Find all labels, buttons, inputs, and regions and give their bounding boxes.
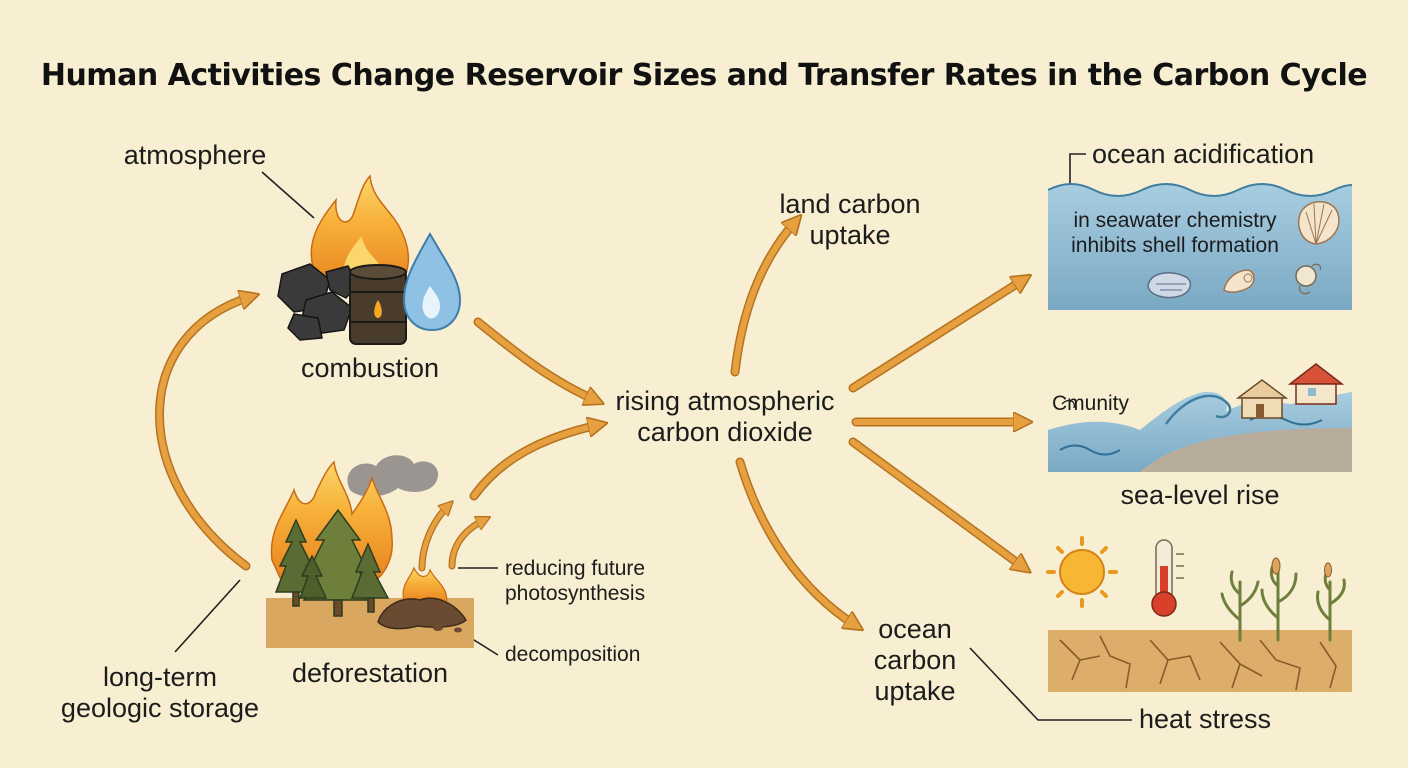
red-roof-house-icon — [1287, 363, 1345, 405]
arrow-deforestation-to-co2 — [469, 425, 598, 501]
tree-icons — [274, 508, 390, 617]
wilted-crop-icons — [1220, 562, 1346, 642]
spiral-shell-icon — [1223, 269, 1255, 293]
coal-icon — [277, 263, 359, 341]
label-heat-stress: heat stress — [1138, 704, 1272, 734]
smoke-cloud — [347, 455, 439, 497]
label-reducing-line2: photosynthesis — [505, 582, 646, 605]
label-rising-line1: rising atmospheric — [615, 386, 835, 416]
label-acidification-description: in seawater chemistry inhibits shell for… — [1060, 208, 1290, 258]
sea-level-rise-panel — [1048, 363, 1352, 472]
leader-geologic — [174, 579, 241, 653]
label-acid-line1: in seawater chemistry — [1073, 209, 1277, 232]
label-rising-co2: rising atmospheric carbon dioxide — [600, 386, 850, 448]
label-deforestation: deforestation — [291, 658, 449, 688]
sun-icon — [1046, 536, 1118, 608]
label-atmosphere: atmosphere — [123, 140, 267, 170]
arrow-co2-to-land — [730, 222, 795, 377]
thermometer-icon — [1151, 539, 1184, 617]
cone-shell-icon — [1147, 272, 1192, 299]
label-ocean-acidification: ocean acidification — [1092, 139, 1315, 169]
label-ocean-uptake-line3: uptake — [874, 676, 956, 706]
leader-heat-stress — [969, 647, 1132, 721]
small-arrows-emission — [418, 506, 484, 572]
flow-arrows — [155, 222, 1023, 625]
label-land-carbon-uptake: land carbon uptake — [760, 189, 940, 251]
label-rising-line2: carbon dioxide — [637, 417, 813, 447]
cracked-soil — [1048, 630, 1352, 692]
oil-barrel-icon — [349, 264, 407, 345]
coastal-land — [1140, 428, 1352, 472]
arrow-co2-to-heat — [848, 437, 1023, 567]
label-sea-level-rise: sea-level rise — [1120, 480, 1280, 510]
arrow-geologic-to-combustion — [155, 297, 250, 571]
arrow-combustion-to-co2 — [473, 317, 595, 400]
page-title: Human Activities Change Reservoir Sizes … — [40, 58, 1368, 93]
label-reducing-line1: reducing future — [505, 557, 646, 580]
arrow-co2-to-acidification — [848, 280, 1023, 393]
plankton-icon — [1295, 263, 1322, 295]
label-ocean-carbon-uptake: ocean carbon uptake — [850, 614, 980, 707]
dry-corn-icons — [1271, 557, 1332, 578]
label-land-line2: uptake — [809, 220, 891, 250]
burning-debris-flame — [402, 566, 448, 605]
label-land-line1: land carbon — [779, 189, 921, 219]
ocean-acidification-panel — [1047, 183, 1353, 310]
label-geologic-line2: geologic storage — [60, 693, 260, 723]
combustion-illustration — [277, 174, 462, 345]
flame-icon — [310, 174, 410, 291]
gas-drop-icon — [402, 231, 462, 332]
scallop-shell-icon — [1297, 201, 1340, 245]
label-reducing-photosynthesis: reducing future photosynthesis — [505, 556, 675, 606]
label-acid-line2: inhibits shell formation — [1071, 234, 1279, 257]
label-ocean-uptake-line2: carbon — [873, 645, 957, 675]
label-geologic-storage: long-term geologic storage — [50, 662, 270, 724]
house-icon — [1235, 379, 1289, 419]
decomposing-debris — [377, 597, 467, 630]
arrow-co2-to-ocean-uptake — [735, 457, 855, 625]
deforestation-illustration — [266, 455, 474, 648]
label-geologic-line1: long-term — [102, 662, 218, 692]
label-decomposition: decomposition — [505, 643, 641, 666]
leader-atmosphere — [261, 171, 315, 219]
heat-stress-panel — [1046, 536, 1352, 692]
label-community: Cmunity — [1052, 392, 1130, 415]
label-ocean-uptake-line1: ocean — [878, 614, 952, 644]
label-combustion: combustion — [300, 353, 440, 383]
